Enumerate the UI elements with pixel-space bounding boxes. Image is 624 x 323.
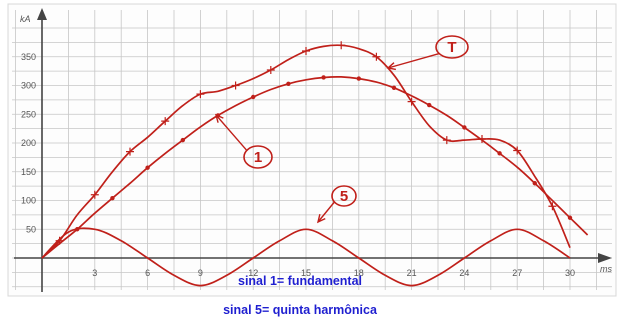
curves — [41, 41, 589, 287]
series-point-T — [302, 47, 310, 55]
series-point-T — [513, 146, 522, 155]
series-point-T — [266, 65, 275, 74]
x-axis-label: ms — [600, 264, 612, 274]
series-point-T — [90, 190, 99, 199]
y-tick-label: 150 — [21, 167, 36, 177]
tag-label-5: 5 — [340, 188, 348, 205]
x-tick-label: 15 — [301, 268, 311, 278]
x-tick-label: 27 — [512, 268, 522, 278]
tag-arrowhead-1 — [214, 113, 224, 123]
series-point-T — [231, 81, 240, 90]
x-tick-label: 30 — [565, 268, 575, 278]
series-point-1 — [532, 181, 537, 186]
series-point-1 — [427, 102, 432, 108]
series-point-T — [548, 202, 557, 211]
series-point-1 — [286, 81, 291, 86]
axes — [14, 8, 612, 292]
x-tick-label: 24 — [459, 268, 469, 278]
tag-circle-5 — [331, 185, 357, 207]
series-point-1 — [462, 125, 467, 130]
x-tick-label: 9 — [198, 268, 203, 278]
series-point-T — [372, 52, 381, 61]
x-tick-label: 18 — [354, 268, 364, 278]
tag-leader-5 — [317, 201, 335, 223]
series-point-T — [407, 97, 416, 106]
tag-label-1: 1 — [254, 149, 262, 166]
y-tick-label: 100 — [21, 196, 36, 206]
tag-leader-T — [387, 52, 440, 69]
x-tick-label: 6 — [145, 268, 150, 278]
x-axis-arrow — [598, 253, 612, 263]
caption-fundamental: sinal 1= fundamental — [238, 274, 362, 288]
series-point-1 — [110, 196, 115, 201]
series-line-5 — [41, 227, 571, 287]
x-tick-label: 21 — [407, 268, 417, 278]
tag-leader-1 — [215, 114, 248, 151]
series-point-T — [196, 90, 205, 99]
y-tick-label: 50 — [26, 224, 36, 234]
y-axis-label: kA — [20, 14, 31, 24]
series-point-1 — [567, 215, 573, 220]
y-tick-label: 350 — [21, 52, 36, 62]
grid — [7, 3, 617, 297]
series-point-1 — [391, 85, 397, 91]
y-axis-arrow — [37, 8, 47, 20]
tag-arrowhead-T — [386, 62, 396, 71]
curve-tags: T 1 5 — [214, 35, 469, 224]
series-point-1 — [497, 151, 502, 156]
tag-arrowhead-5 — [316, 214, 326, 224]
tag-circle-1 — [243, 145, 273, 169]
series-point-T — [442, 136, 451, 145]
tag-circle-T — [435, 35, 469, 59]
y-tick-label: 300 — [21, 81, 36, 91]
series-point-1 — [145, 165, 150, 170]
paper-frame — [7, 3, 617, 297]
series-point-1 — [251, 94, 256, 100]
series-point-1 — [356, 76, 361, 81]
y-tick-label: 200 — [21, 138, 36, 148]
tag-label-T: T — [447, 39, 456, 56]
series-point-1 — [321, 75, 326, 80]
series-point-1 — [180, 137, 185, 143]
series-point-T — [337, 41, 346, 50]
caption-fifth-harmonic: sinal 5= quinta harmônica — [223, 303, 377, 317]
series-point-T — [126, 147, 134, 156]
y-tick-label: 250 — [21, 109, 36, 119]
series-point-T — [161, 117, 170, 126]
x-tick-label: 12 — [248, 268, 258, 278]
x-tick-label: 3 — [92, 268, 97, 278]
